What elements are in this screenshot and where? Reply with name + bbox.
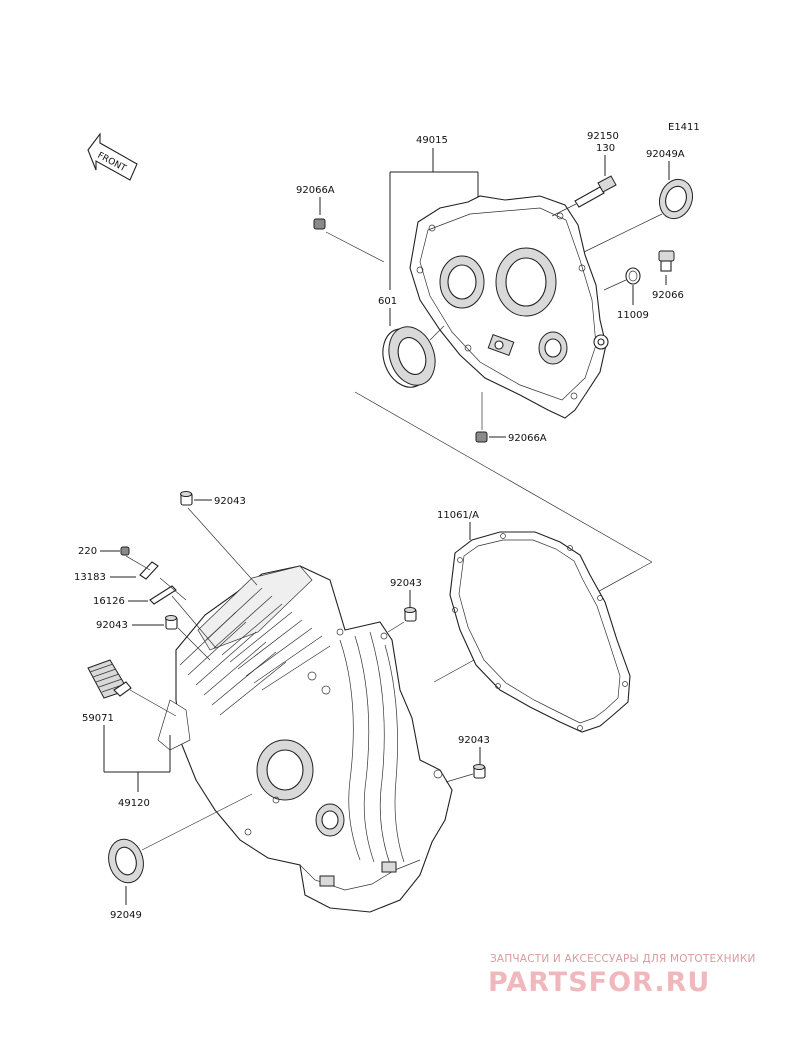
watermark-tagline: ЗАПЧАСТИ И АКСЕССУАРЫ ДЛЯ МОТОТЕХНИКИ [490, 953, 756, 965]
crankcase-body [175, 565, 453, 913]
callout-92049A: 92049A [646, 149, 685, 160]
site-watermark: ЗАПЧАСТИ И АКСЕССУАРЫ ДЛЯ МОТОТЕХНИКИ PA… [488, 953, 756, 998]
diagram-ref-code: E1411 [668, 122, 700, 133]
part-13183-clip: 13183 [74, 555, 159, 583]
part-92066A-top: 92066A [296, 185, 385, 263]
part-92049A-seal: 92049A [583, 149, 694, 253]
crankcase-group [157, 565, 453, 913]
part-92066-plug: 92066 [652, 250, 684, 301]
callout-92043-left: 92043 [96, 620, 128, 631]
crankcase-cover-group: 49015 [389, 135, 609, 419]
callout-92043-mid: 92043 [390, 578, 422, 589]
callout-16126: 16126 [93, 596, 125, 607]
part-92043-right: 92043 [445, 735, 490, 783]
callout-92043-top: 92043 [214, 496, 246, 507]
callout-49015: 49015 [416, 135, 448, 146]
callout-220: 220 [78, 546, 97, 557]
callout-92049: 92049 [110, 910, 142, 921]
callout-11061A: 11061/A [437, 510, 479, 521]
part-16126-pin: 16126 [93, 577, 217, 649]
part-92043-mid: 92043 [387, 578, 422, 633]
callout-92043-right: 92043 [458, 735, 490, 746]
callout-92066: 92066 [652, 290, 684, 301]
callout-11009: 11009 [617, 310, 649, 321]
callout-13183: 13183 [74, 572, 106, 583]
part-92150-bolt: 92150 130 [551, 131, 619, 217]
part-92049-seal: 92049 [108, 793, 253, 921]
part-59071-spring: 59071 [82, 659, 177, 792]
part-92066A-bottom: 92066A [475, 392, 547, 444]
watermark-logo: PARTSFOR.RU [488, 967, 710, 998]
callout-92150: 92150 [587, 131, 619, 142]
callout-130: 130 [596, 143, 615, 154]
part-220-screw: 220 [78, 546, 130, 557]
part-92043-top: 92043 [180, 491, 258, 586]
part-11061A-gasket: 11061/A [437, 510, 631, 733]
callout-59071: 59071 [82, 713, 114, 724]
part-92043-left: 92043 [96, 615, 211, 661]
part-11009-washer: 11009 [603, 267, 649, 321]
front-direction-arrow: FRONT [87, 132, 138, 181]
callout-92066A-top: 92066A [296, 185, 335, 196]
callout-601: 601 [378, 296, 397, 307]
part-601-bearing: 601 [354, 296, 653, 683]
callout-92066A-bottom: 92066A [508, 433, 547, 444]
callout-49120: 49120 [118, 798, 150, 809]
